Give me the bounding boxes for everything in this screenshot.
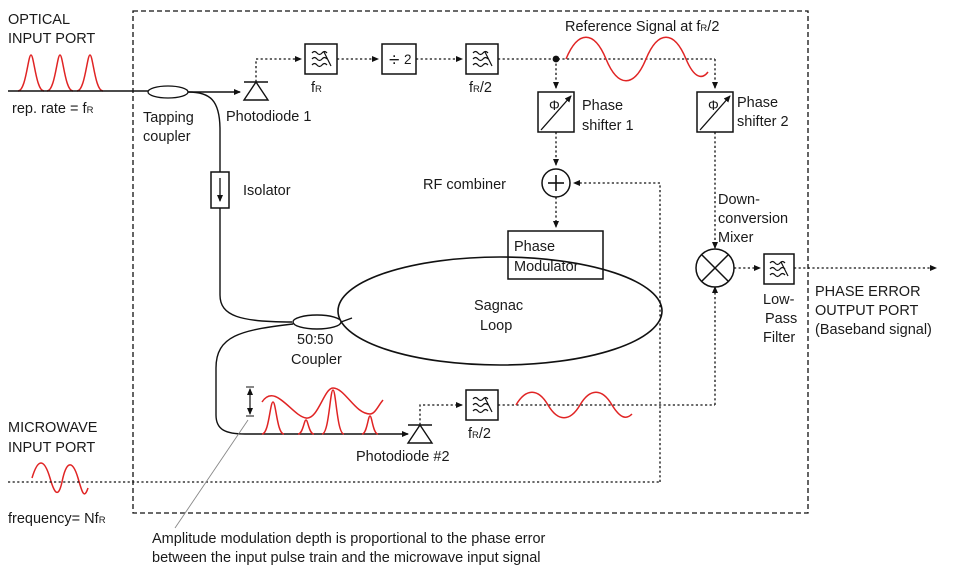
filter-pd2-label: fR/2 [468,426,491,442]
isolator-icon [210,171,230,209]
phase-modulator-label-line2: Modulator [514,259,579,275]
tapping-coupler-label-line2: coupler [143,129,191,145]
coupler-5050-label-line2: Coupler [291,352,342,368]
phase-shifter-icon: Φ [696,91,734,133]
frequency-label: frequency= NfR [8,511,106,527]
optical-port-label-line2: INPUT PORT [8,31,95,47]
svg-text:2: 2 [404,52,412,67]
phase-shifter-2-label-line1: Phase [737,95,778,111]
pd1-output-line [255,56,302,82]
microwave-port-label-line2: INPUT PORT [8,440,95,456]
tapping-coupler-label-line1: Tapping [143,110,194,126]
photodiode-icon [406,423,434,444]
bandpass-filter-icon [304,43,338,75]
phase-modulator-label-line1: Phase [514,239,555,255]
caption-line1: Amplitude modulation depth is proportion… [152,531,546,547]
isolator-to-coupler-fiber [219,208,293,323]
reference-sine-wave [565,36,709,82]
sagnac-loop [337,256,663,366]
downconv-label-line1: Down- [718,192,760,208]
photodiode-1-label: Photodiode 1 [226,109,311,125]
svg-text:Φ: Φ [549,98,560,113]
downconv-label-line3: Mixer [718,230,754,246]
rep-rate-label: rep. rate = fR [12,101,94,117]
filter-fr-label: fR [311,80,322,96]
downconv-label-line2: conversion [718,211,788,227]
optical-port-label-line1: OPTICAL [8,12,70,28]
phase-shifter-1-label-line2: shifter 1 [582,118,634,134]
microwave-port-label-line1: MICROWAVE [8,420,98,436]
input-pulse-train [17,54,104,92]
sagnac-label-line1: Sagnac [474,298,523,314]
enclosure-boundary [132,10,809,514]
phase-error-label-line2: OUTPUT PORT [815,303,919,319]
bandpass-filter-icon [465,43,499,75]
coupler-5050-label-line1: 50:50 [297,332,333,348]
phase-error-label-line1: PHASE ERROR [815,284,921,300]
lpf-label-line2: Pass [765,311,797,327]
tap-to-isolator-fiber [187,91,221,172]
lowpass-filter-icon [763,253,795,285]
photodiode-icon [242,80,270,101]
phase-shifter-1-label-line1: Phase [582,98,623,114]
reference-signal-label: Reference Signal at fR/2 [565,19,719,35]
microwave-input-wave [31,462,89,495]
pd2-sine-wave [515,391,633,419]
phase-modulator [507,230,604,280]
sagnac-label-line2: Loop [480,318,512,334]
coupler-5050 [292,314,342,330]
rf-combiner-icon [541,168,571,198]
am-pulse-train [261,387,384,435]
caption-line2: between the input pulse train and the mi… [152,550,541,566]
pd2-output-line [419,402,463,425]
svg-text:÷: ÷ [389,50,399,71]
caption-pointer [174,419,249,529]
isolator-label: Isolator [243,183,291,199]
divider-icon: ÷ 2 [381,43,417,75]
modulation-depth-marker [246,386,254,417]
filter-fr2-label: fR/2 [469,80,492,96]
photodiode-2-label: Photodiode #2 [356,449,450,465]
phase-shifter-2-label-line2: shifter 2 [737,114,789,130]
lpf-label-line1: Low- [763,292,795,308]
coupler-to-pd2-fiber [215,323,409,437]
tapping-coupler [147,85,189,99]
svg-text:Φ: Φ [708,98,719,113]
coupler-to-loop-fiber [340,317,353,323]
phase-error-label-line3: (Baseband signal) [815,322,932,338]
mixer-icon [695,248,735,288]
bandpass-filter-icon [465,389,499,421]
rf-combiner-label: RF combiner [423,177,506,193]
lpf-label-line3: Filter [763,330,795,346]
phase-shifter-icon: Φ [537,91,575,133]
